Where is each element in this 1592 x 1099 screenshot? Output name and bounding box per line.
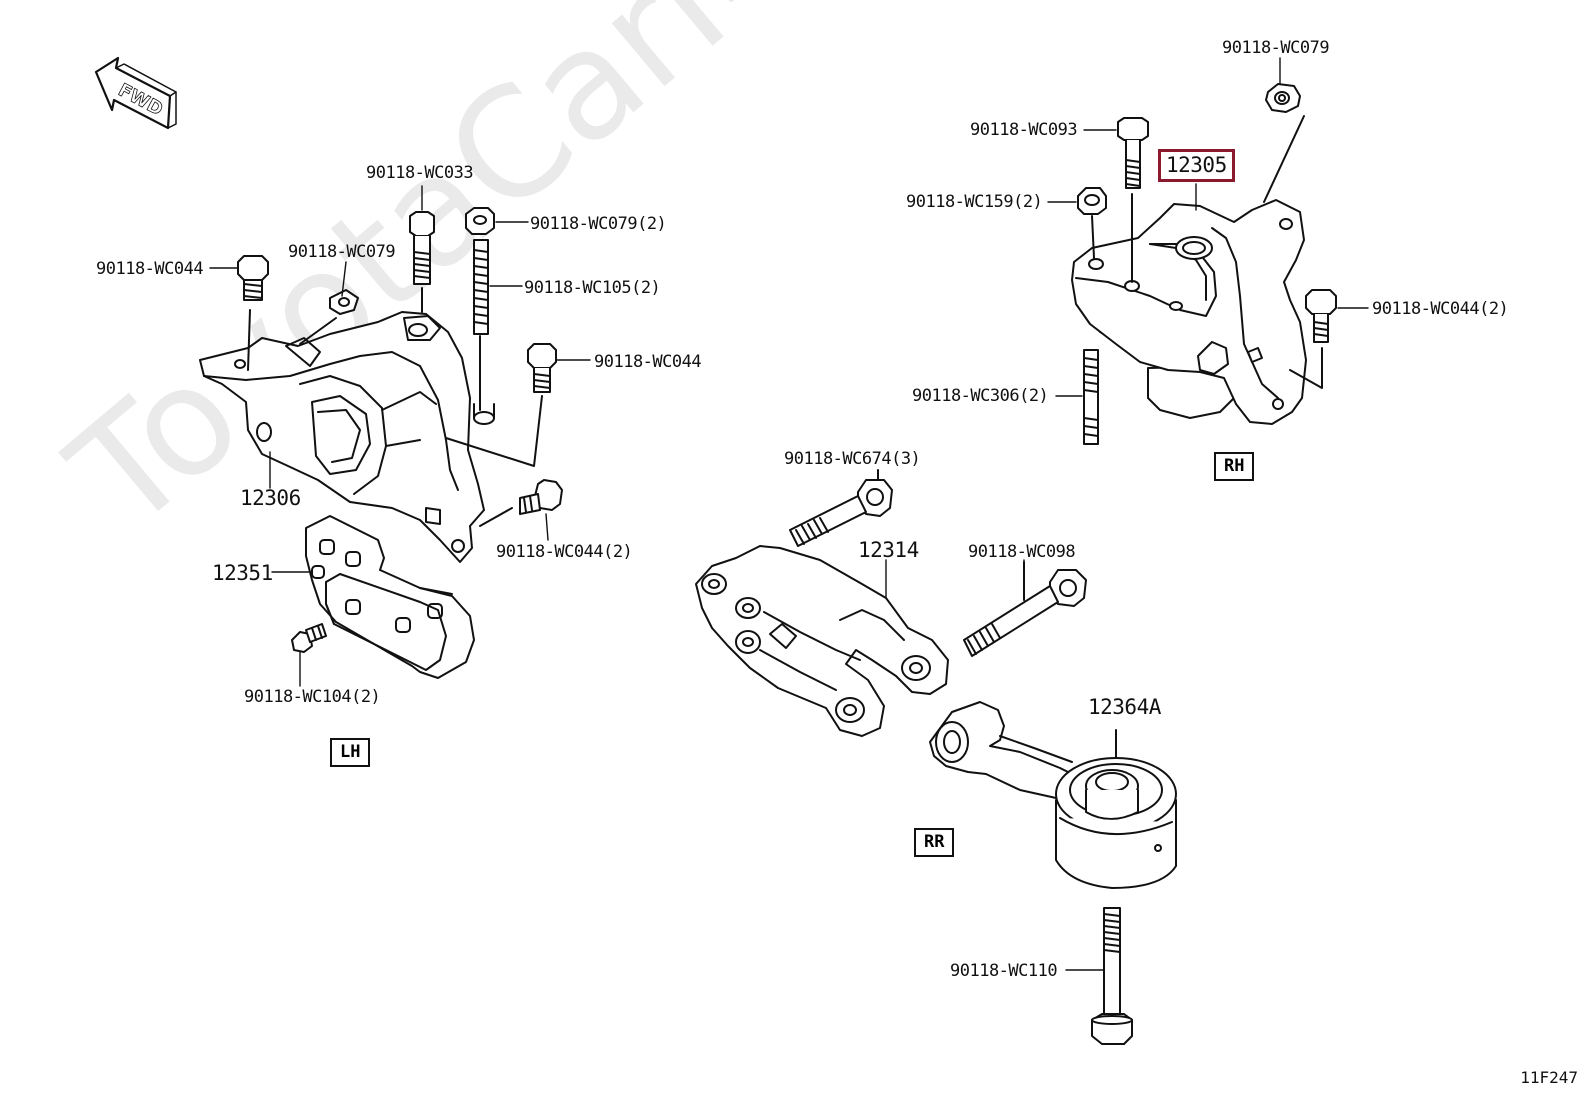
lh-insulator-drawing — [305, 515, 475, 679]
rr-rod-drawing — [929, 701, 1177, 889]
figure-code: 11F247 — [1520, 1068, 1578, 1087]
part-label-rh-nut-pair[interactable]: 90118-WC159(2) — [906, 192, 1043, 212]
part-label-lh-bolt-top[interactable]: 90118-WC033 — [366, 163, 474, 183]
part-label-rh-bolt-right[interactable]: 90118-WC044(2) — [1372, 299, 1509, 319]
section-tag-rr: RR — [914, 828, 955, 857]
rh-mount-drawing — [1071, 199, 1307, 425]
lh-mount-bracket-drawing — [199, 311, 495, 563]
part-label-rr-bolt-long[interactable]: 90118-WC110 — [950, 961, 1058, 981]
rr-bracket-drawing — [695, 545, 949, 737]
section-tag-rh: RH — [1214, 452, 1255, 481]
section-tag-lh: LH — [330, 738, 371, 767]
part-label-lh-bracket[interactable]: 12306 — [240, 486, 301, 510]
part-label-lh-nut-pair[interactable]: 90118-WC079(2) — [530, 214, 667, 234]
rr-leader-lines — [885, 559, 1025, 601]
part-label-rr-bracket[interactable]: 12314 — [858, 538, 919, 562]
rr-fasteners-drawing — [789, 469, 1087, 657]
part-label-rr-bolt-triple[interactable]: 90118-WC674(3) — [784, 449, 921, 469]
fwd-arrow-icon: FWD — [94, 56, 177, 130]
part-label-rh-mount-highlighted[interactable]: 12305 — [1158, 149, 1235, 182]
lh-fasteners-drawing — [237, 207, 563, 653]
part-label-rh-bolt[interactable]: 90118-WC093 — [970, 120, 1078, 140]
part-label-lh-bolt-right[interactable]: 90118-WC044 — [594, 352, 702, 372]
part-label-rh-nut-top[interactable]: 90118-WC079 — [1222, 38, 1330, 58]
part-label-lh-stud[interactable]: 90118-WC105(2) — [524, 278, 661, 298]
part-label-rr-bolt[interactable]: 90118-WC098 — [968, 542, 1076, 562]
rh-leader-lines — [1047, 57, 1369, 397]
lh-leader-lines — [209, 185, 591, 687]
part-label-lh-insulator[interactable]: 12351 — [212, 561, 273, 585]
part-label-rr-rod[interactable]: 12364A — [1088, 695, 1161, 719]
part-label-lh-nut[interactable]: 90118-WC079 — [288, 242, 396, 262]
rr-long-bolt-drawing — [1065, 907, 1133, 1045]
part-label-lh-screw[interactable]: 90118-WC104(2) — [244, 687, 381, 707]
part-label-lh-bolt-left[interactable]: 90118-WC044 — [96, 259, 204, 279]
part-label-rh-stud[interactable]: 90118-WC306(2) — [912, 386, 1049, 406]
part-label-lh-bolt-lower[interactable]: 90118-WC044(2) — [496, 542, 633, 562]
rh-fasteners-drawing — [1077, 83, 1337, 445]
